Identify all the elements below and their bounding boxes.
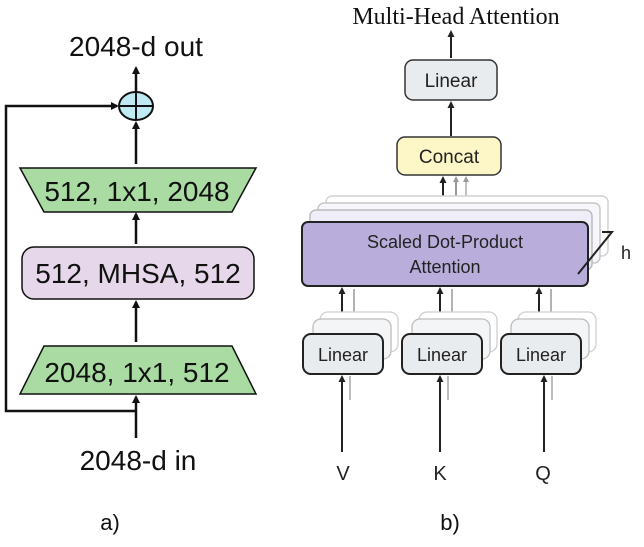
- linear-k-box: [401, 333, 483, 375]
- input-label: 2048-d in: [80, 445, 197, 476]
- linear-output-box: [404, 59, 498, 101]
- input-v-label: V: [336, 463, 350, 485]
- linear-k-label: Linear: [417, 345, 467, 365]
- panel-a-bottleneck: 2048-d out 512, 1x1, 2048 512, MHSA, 512…: [4, 31, 258, 535]
- linear-q-box: [500, 333, 582, 375]
- mha-title: Multi-Head Attention: [352, 4, 559, 30]
- attention-box: [301, 221, 589, 287]
- bottom-conv-block: [18, 345, 258, 395]
- heads-bracket: [577, 231, 615, 275]
- caption-a: a): [100, 510, 120, 535]
- input-q-label: Q: [535, 463, 551, 485]
- linear-q-label: Linear: [516, 345, 566, 365]
- bottom-conv-label: 2048, 1x1, 512: [44, 357, 229, 388]
- output-label: 2048-d out: [69, 31, 203, 62]
- attention-label-line1: Scaled Dot-Product: [367, 232, 523, 252]
- skip-connection: [4, 102, 136, 413]
- panel-b-multihead-attention: Multi-Head Attention Linear Concat Scale…: [301, 4, 631, 535]
- concat-label: Concat: [419, 147, 480, 168]
- input-k-label: K: [433, 463, 447, 485]
- caption-b: b): [440, 510, 460, 535]
- mhsa-label: 512, MHSA, 512: [35, 258, 240, 289]
- mhsa-block: [21, 246, 255, 300]
- top-conv-label: 512, 1x1, 2048: [44, 176, 229, 207]
- adder-icon: [118, 91, 154, 121]
- linear-v-box: [302, 333, 384, 375]
- linear-v-label: Linear: [318, 345, 368, 365]
- heads-label: h: [621, 243, 631, 263]
- concat-box: [396, 136, 502, 176]
- top-conv-block: [18, 167, 258, 213]
- linear-output-label: Linear: [425, 71, 478, 92]
- attention-label-line2: Attention: [409, 257, 480, 277]
